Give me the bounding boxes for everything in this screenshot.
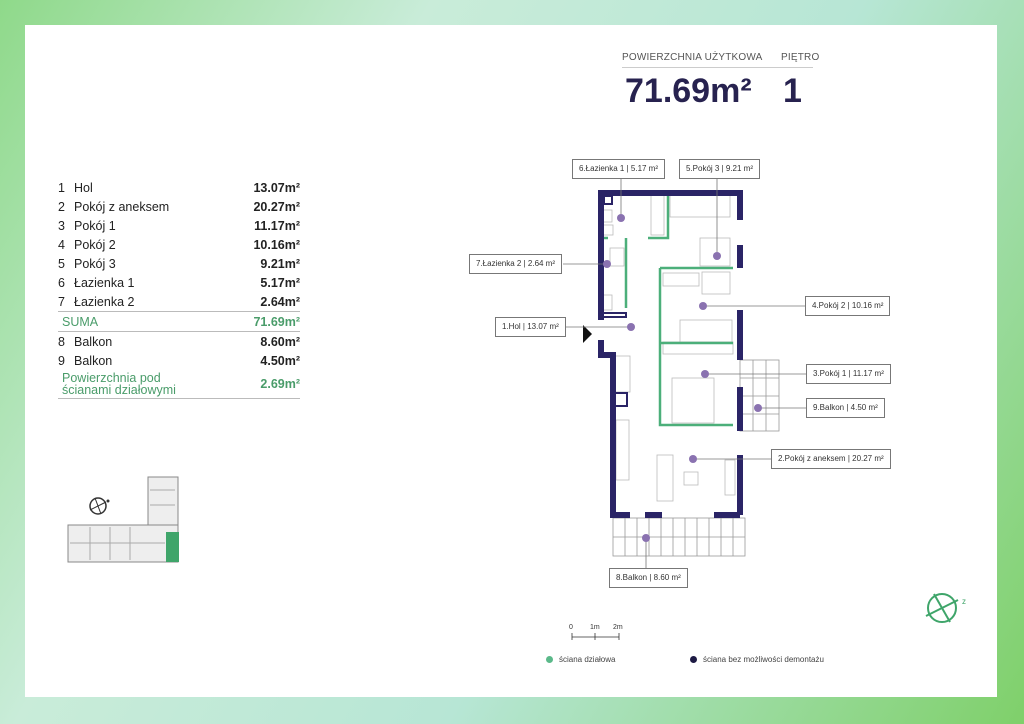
scale-bar xyxy=(571,633,620,640)
green-dot-icon xyxy=(546,656,553,663)
north-marker: z xyxy=(962,597,966,606)
compass-icon xyxy=(925,593,959,623)
navy-dot-icon xyxy=(690,656,697,663)
label-pokoj-2: 4.Pokój 2 | 10.16 m² xyxy=(805,296,891,316)
apartment-highlight xyxy=(166,532,179,562)
area-label: POWIERZCHNIA UŻYTKOWA xyxy=(622,52,792,68)
building-key-plan xyxy=(67,476,179,563)
scale-1m: 1m xyxy=(590,624,600,631)
area-value: 71.69m² xyxy=(625,72,752,110)
floor-plan-card xyxy=(25,25,997,697)
label-pokoj-z-aneksem: 2.Pokój z aneksem | 20.27 m² xyxy=(771,449,891,469)
legend-partition-wall: ściana działowa xyxy=(546,655,615,664)
room-markers xyxy=(603,214,762,542)
label-lazienka-2: 7.Łazienka 2 | 2.64 m² xyxy=(469,254,563,274)
structural-walls xyxy=(598,190,743,518)
scale-2m: 2m xyxy=(613,624,623,631)
label-balkon-8: 8.Balkon | 8.60 m² xyxy=(609,568,688,588)
partition-walls xyxy=(598,195,733,427)
legend-structural-wall: ściana bez możliwości demontażu xyxy=(690,655,824,664)
floor-label: PIĘTRO xyxy=(781,52,819,68)
furniture xyxy=(601,194,736,502)
floor-value: 1 xyxy=(783,72,802,110)
label-pokoj-1: 3.Pokój 1 | 11.17 m² xyxy=(806,364,891,384)
label-balkon-9: 9.Balkon | 4.50 m² xyxy=(806,398,885,418)
label-pokoj-3: 5.Pokój 3 | 9.21 m² xyxy=(679,159,760,179)
leader-lines xyxy=(563,178,806,568)
label-lazienka-1: 6.Łazienka 1 | 5.17 m² xyxy=(572,159,666,179)
scale-0: 0 xyxy=(569,624,573,631)
compass-small-icon xyxy=(89,497,110,515)
label-hol: 1.Hol | 13.07 m² xyxy=(495,317,566,337)
entrance-arrow-icon xyxy=(583,325,592,343)
